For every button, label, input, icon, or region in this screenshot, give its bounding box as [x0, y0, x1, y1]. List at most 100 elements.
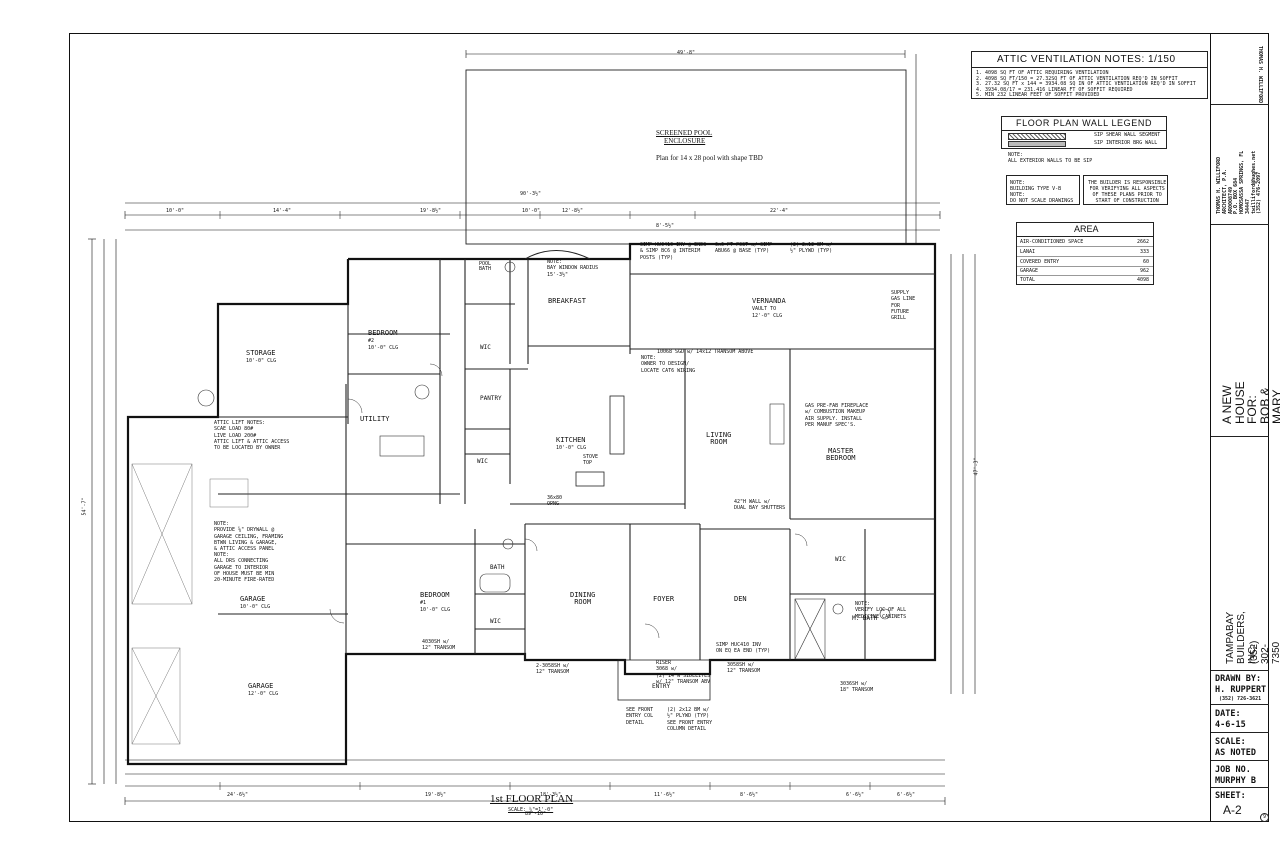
date-value: 4-6-15: [1215, 720, 1246, 730]
note-opening: 36x80 OPNG: [547, 495, 563, 508]
area-value: 962: [1139, 267, 1149, 274]
dim-left-total: 54'-7": [81, 497, 88, 516]
architect-name: THOMAS H. WILLIFORD: [1257, 45, 1264, 104]
area-label: LANAI: [1020, 248, 1036, 255]
building-type-note: NOTE: BUILDING TYPE V-B NOTE: DO NOT SCA…: [1006, 175, 1080, 205]
room-utility: UTILITY: [360, 415, 390, 423]
date-label: DATE:: [1215, 709, 1241, 719]
area-row: GARAGE 962: [1017, 265, 1153, 276]
note-beam: (2) 2x12 BM w/ ½" PLYWD (TYP): [790, 242, 833, 255]
pool-note: Plan for 14 x 28 pool with shape TBD: [656, 154, 763, 162]
note-attic-lift: ATTIC LIFT NOTES: SCAE LOAD 80# LIVE LOA…: [214, 420, 290, 451]
drawn-by-label: DRAWN BY:: [1215, 674, 1262, 684]
area-row: LANAI 333: [1017, 246, 1153, 257]
note-entry-beam: (2) 2x12 BM w/ ½" PLYWD (TYP) SEE FRONT …: [667, 707, 713, 732]
area-value: 333: [1139, 248, 1149, 255]
dim-bottom-5: 6'-6½": [846, 792, 865, 798]
sheet-index: 9: [1260, 813, 1269, 822]
dim-top-3: 10'-0": [522, 208, 541, 214]
note-bay-shutters: 42"H WALL w/ DUAL BAY SHUTTERS: [734, 499, 786, 512]
architect-name-cell: THOMAS H. WILLIFORD: [1211, 34, 1269, 105]
drawn-by-phone: (352) 726-3621: [1219, 696, 1262, 702]
dim-pool-width: 90'-3½": [520, 191, 542, 197]
dim-bottom-3: 11'-6½": [654, 792, 676, 798]
entry-porch: [617, 659, 711, 701]
architect-info: THOMAS H. WILLIFORD ARCHITECT, P.A. AR00…: [1216, 150, 1263, 214]
room-wic1: WIC: [480, 344, 491, 351]
dim-top-2: 19'-8½": [420, 208, 442, 214]
plan-title: 1st FLOOR PLAN: [490, 793, 574, 805]
note-sgd: 10068 SGD w/ 14x12 TRANSOM ABOVE: [657, 349, 754, 355]
interior-walls: [218, 259, 935, 660]
dim-top-0: 10'-0": [166, 208, 185, 214]
attic-ventilation-title: ATTIC VENTILATION NOTES: 1/150: [997, 54, 1176, 65]
note-bay-window: NOTE: BAY WINDOW RADIUS 15'-3½": [547, 259, 599, 278]
note-window-bedroom1: 4030SH w/ 12" TRANSOM: [422, 639, 456, 652]
pool-title: SCREENED POOL: [656, 129, 713, 137]
sheet-cell: SHEET: A-2 9: [1211, 787, 1269, 822]
scale-cell: SCALE: AS NOTED: [1211, 732, 1269, 760]
area-value: 4098: [1136, 276, 1149, 283]
job-value: MURPHY B: [1215, 776, 1256, 786]
note-window-mbath: 3036SH w/ 18" TRANSOM: [840, 681, 874, 694]
room-foyer: FOYER: [653, 595, 675, 603]
project-line1: A NEW HOUSE FOR:: [1220, 381, 1260, 424]
area-label: COVERED ENTRY: [1020, 258, 1060, 265]
builder-responsibility-text: THE BUILDER IS RESPONSIBLE FOR VERIFYING…: [1088, 180, 1167, 204]
garage-doors: [131, 463, 249, 745]
pool-subtitle: ENCLOSURE: [664, 137, 706, 145]
attic-ventilation-box: ATTIC VENTILATION NOTES: 1/150 1. 4098 S…: [971, 51, 1208, 99]
note-fire-rated-doors: NOTE: ALL DRS CONNECTING GARAGE TO INTER…: [214, 552, 275, 583]
shear-wall-swatch: [1008, 133, 1066, 140]
project-cell: A NEW HOUSE FOR: BOB & MARY ANN MURPHY: [1211, 224, 1280, 437]
note-cat6: NOTE: OWNER TO DESIGN/ LOCATE CAT6 WIRIN…: [641, 355, 696, 374]
room-wic2: WIC: [477, 458, 488, 465]
legend-shear-wall: SIP SHEAR WALL SEGMENT: [1094, 132, 1161, 138]
job-cell: JOB NO. MURPHY B: [1211, 760, 1269, 787]
dim-right-total: 47'-3": [973, 457, 980, 476]
kitchen-island: [609, 395, 625, 455]
dim-top-4: 12'-8½": [562, 208, 584, 214]
note-gas-line: SUPPLY GAS LINE FOR FUTURE GRILL: [891, 290, 916, 321]
sheet-label: SHEET:: [1215, 791, 1246, 801]
architect-info-cell: THOMAS H. WILLIFORD ARCHITECT, P.A. AR00…: [1211, 104, 1269, 225]
job-label: JOB NO.: [1215, 765, 1251, 775]
project-title: A NEW HOUSE FOR: BOB & MARY ANN MURPHY: [1220, 372, 1280, 424]
drawn-by-cell: DRAWN BY: H. RUPPERT (352) 726-3621: [1211, 670, 1269, 704]
note-drywall: NOTE: PROVIDE ⅝" DRYWALL @ GARAGE CEILIN…: [214, 521, 284, 552]
room-bath: BATH: [490, 564, 505, 571]
wall-legend-box: FLOOR PLAN WALL LEGEND SIP SHEAR WALL SE…: [1001, 116, 1167, 149]
dimension-lines: [88, 50, 976, 805]
room-bedroom2: BEDROOM#2 10'-0" CLG: [368, 329, 399, 351]
dim-top-5: 8'-5½": [656, 223, 675, 229]
attic-line-2: 2. 4098 SQ FT/150 = 27.32SQ FT OF ATTIC …: [976, 75, 1178, 82]
room-entry: ENTRY: [652, 683, 671, 690]
area-label: GARAGE: [1020, 267, 1039, 274]
drawn-by-value: H. RUPPERT: [1215, 685, 1267, 695]
dim-bottom-6: 6'-6½": [897, 792, 916, 798]
scale-value: AS NOTED: [1215, 748, 1256, 758]
room-wic3: WIC: [490, 618, 501, 625]
area-label: AIR-CONDITIONED SPACE: [1020, 238, 1084, 245]
note-entry-door: RISER 3068 w/ (2) 14"W SIDELITES w/ 12" …: [656, 660, 711, 685]
dim-top-1: 14'-4": [273, 208, 292, 214]
drawing-sheet: SCREENED POOL ENCLOSURE Plan for 14 x 28…: [69, 33, 1280, 822]
dim-overall-top: 49'-8": [677, 50, 696, 56]
dim-bottom-0: 24'-6½": [227, 792, 249, 798]
dim-bottom-2: 18'-3½": [540, 792, 562, 798]
dim-overall-bottom: 89'-10": [525, 811, 547, 817]
builder-responsibility-note: THE BUILDER IS RESPONSIBLE FOR VERIFYING…: [1083, 175, 1168, 205]
room-breakfast: BREAKFAST: [548, 297, 586, 305]
room-wic4: WIC: [835, 556, 846, 563]
note-fireplace: GAS PRE-FAB FIREPLACE w/ COMBUSTION MAKE…: [805, 403, 869, 428]
attic-line-4: 4. 3934.08/17 = 231.416 LINEAR FT OF SOF…: [976, 86, 1133, 93]
dim-bottom-1: 19'-8½": [425, 792, 447, 798]
room-bedroom1: BEDROOM#1 10'-0" CLG: [420, 591, 451, 613]
